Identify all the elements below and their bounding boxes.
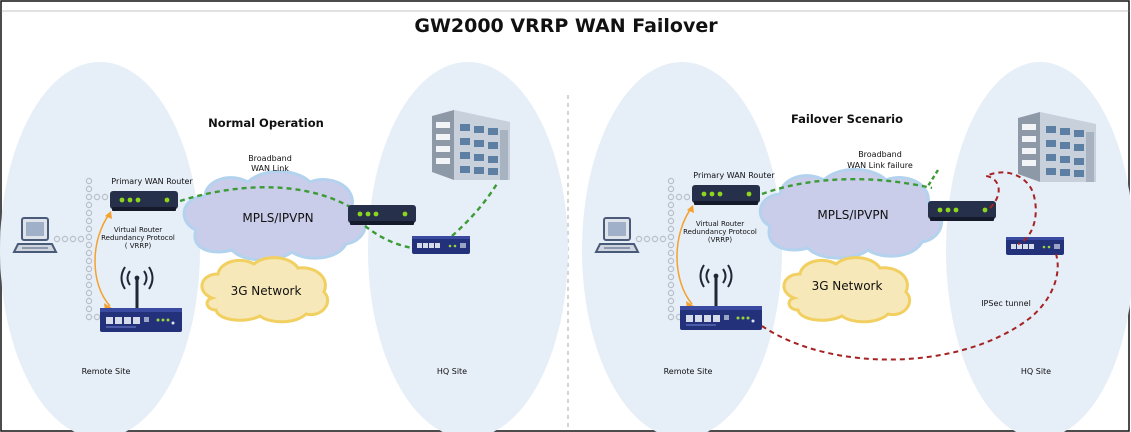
hq-site-label: HQ Site	[437, 367, 467, 376]
hq-router-to-gateway-link	[364, 225, 413, 250]
remote-site-zone	[582, 62, 782, 432]
network-3g-label: 3G Network	[231, 284, 302, 298]
remote-site-dotted-bus	[53, 177, 109, 321]
vrrp-arrowhead-top	[687, 205, 694, 213]
vrrp-label-line1: Virtual Router	[114, 226, 162, 234]
network-3g-label: 3G Network	[812, 279, 883, 293]
vrrp-label-line3: (VRRP)	[708, 236, 732, 244]
broadband-label-line1: Broadband	[248, 154, 292, 163]
ipsec-tunnel	[761, 253, 1059, 361]
vrrp-arrow	[94, 212, 111, 307]
hq-gateway-icon	[1006, 237, 1064, 255]
broadband-label-line2: WAN Link	[251, 164, 289, 173]
mpls-label: MPLS/IPVPN	[242, 211, 313, 225]
diagram-title: GW2000 VRRP WAN Failover	[414, 15, 718, 37]
primary-router-icon	[692, 185, 760, 205]
network-3g-cloud	[200, 256, 330, 324]
remote-site-dotted-bus	[635, 177, 691, 321]
panel-failover-scenario: Failover Scenario MPLS/IPVPN 3G Network …	[582, 62, 1131, 432]
broadband-link-break	[926, 169, 940, 187]
gw2000-gateway-icon	[100, 308, 182, 332]
office-building-icon	[432, 110, 510, 180]
ipsec-tunnel-label: IPSec tunnel	[981, 299, 1031, 308]
mpls-label: MPLS/IPVPN	[817, 208, 888, 222]
remote-site-label: Remote Site	[664, 367, 713, 376]
broadband-label-line2: WAN Link failure	[847, 161, 913, 170]
vrrp-arrowhead-top	[105, 211, 112, 219]
hq-router-icon	[348, 205, 416, 225]
hq-gateway-icon	[412, 236, 470, 254]
hq-router-icon	[928, 201, 996, 221]
broadband-wan-link-failed	[761, 178, 933, 196]
broadband-label-line1: Broadband	[858, 150, 902, 159]
vrrp-label-line2: Redundancy Protocol	[101, 234, 175, 242]
vrrp-label-line3: ( VRRP)	[125, 242, 152, 250]
hq-site-label: HQ Site	[1021, 367, 1051, 376]
primary-router-icon	[110, 191, 178, 211]
gw2000-gateway-icon	[680, 306, 762, 330]
panel-heading: Normal Operation	[208, 116, 324, 130]
vrrp-arrow	[676, 206, 693, 305]
office-building-icon	[1018, 112, 1096, 182]
broadband-wan-link	[179, 186, 353, 210]
primary-router-label: Primary WAN Router	[693, 171, 775, 180]
network-3g-cloud	[782, 256, 912, 324]
hq-router-to-gateway-link	[982, 171, 1037, 245]
gateway-to-building-link	[451, 181, 500, 237]
remote-site-label: Remote Site	[82, 367, 131, 376]
primary-router-label: Primary WAN Router	[111, 177, 193, 186]
panel-heading: Failover Scenario	[791, 112, 903, 126]
remote-site-zone	[0, 62, 200, 432]
panel-normal-operation: Normal Operation MPLS/IPVPN 3G Network P…	[0, 62, 568, 432]
vrrp-label-line1: Virtual Router	[696, 220, 744, 228]
vrrp-label-line2: Redundancy Protocol	[683, 228, 757, 236]
